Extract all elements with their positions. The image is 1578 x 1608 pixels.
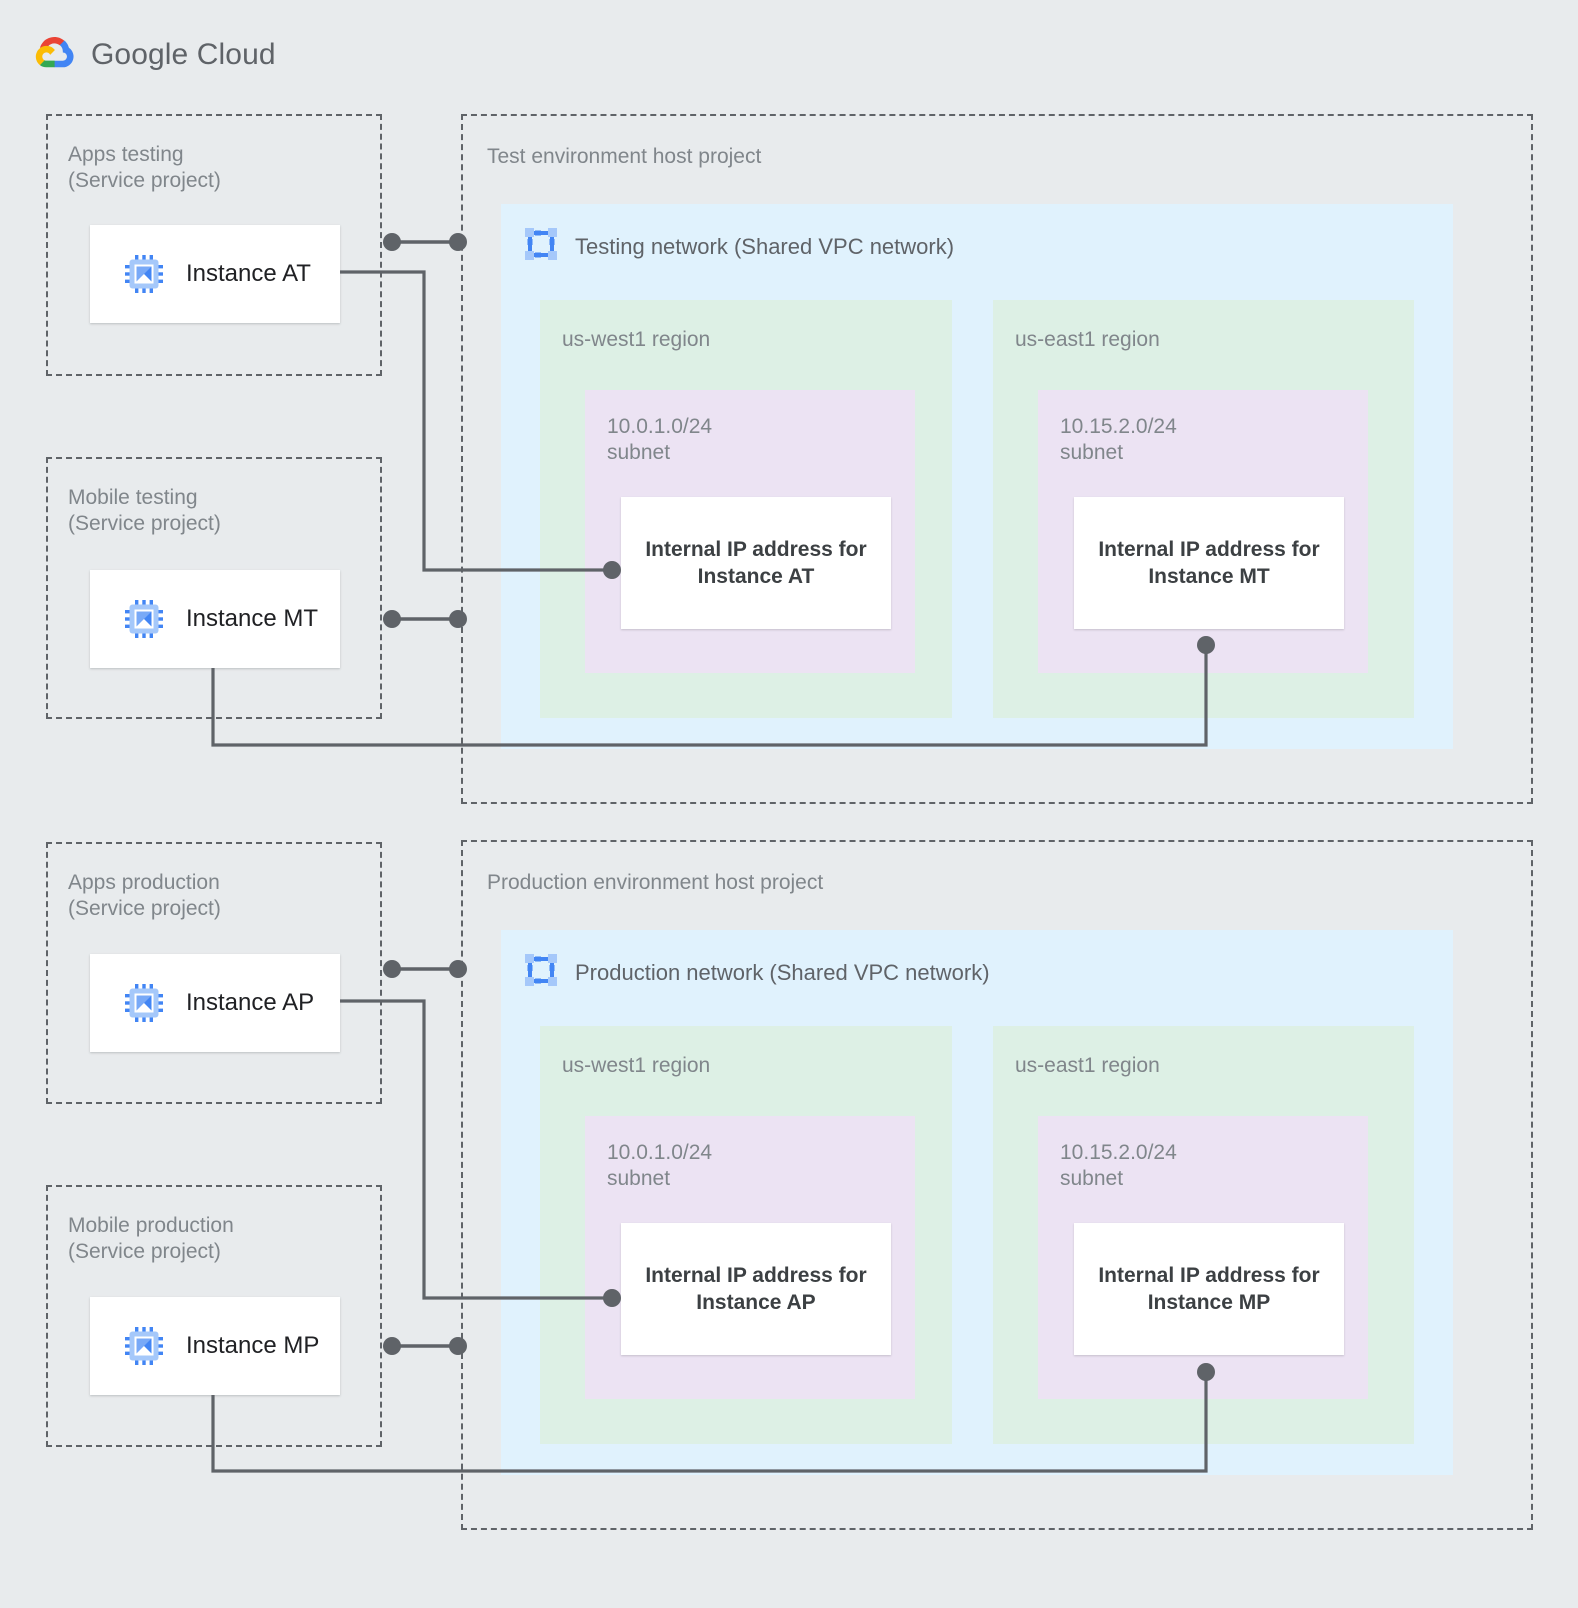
google-cloud-brand: Google Cloud	[33, 33, 276, 77]
vpc-network-icon	[523, 952, 559, 994]
network-title: Production network (Shared VPC network)	[523, 952, 990, 994]
instance-card-mt[interactable]: Instance MT	[90, 570, 340, 668]
peering-dot-left	[383, 233, 401, 251]
internal-ip-card-mp: Internal IP address for Instance MP	[1074, 1223, 1344, 1355]
brand-google: Google	[91, 38, 189, 71]
subnet-10-15-2-0-24-prod: 10.15.2.0/24 subnet Internal IP address …	[1038, 1116, 1368, 1399]
service-project-apps-production: Apps production (Service project)	[46, 842, 382, 1104]
region-label: us-west1 region	[562, 328, 711, 351]
region-us-east1-prod: us-east1 region 10.15.2.0/24 subnet Inte…	[993, 1026, 1414, 1444]
subnet-label: 10.15.2.0/24 subnet	[1060, 1141, 1177, 1190]
service-project-label: Mobile production (Service project)	[68, 1214, 234, 1263]
instance-card-at[interactable]: Instance AT	[90, 225, 340, 323]
subnet-label: 10.0.1.0/24 subnet	[607, 1141, 713, 1190]
internal-ip-card-mt: Internal IP address for Instance MT	[1074, 497, 1344, 629]
subnet-10-0-1-0-24-prod: 10.0.1.0/24 subnet Internal IP address f…	[585, 1116, 915, 1399]
shared-vpc-network-production: Production network (Shared VPC network) …	[501, 930, 1453, 1475]
subnet-10-0-1-0-24-test: 10.0.1.0/24 subnet Internal IP address f…	[585, 390, 915, 673]
region-us-east1-test: us-east1 region 10.15.2.0/24 subnet Inte…	[993, 300, 1414, 718]
internal-ip-label: Internal IP address for Instance AT	[645, 538, 867, 588]
instance-label: Instance AP	[186, 989, 315, 1016]
cpu-chip-icon	[124, 983, 164, 1023]
peering-dot-left	[383, 1337, 401, 1355]
internal-ip-card-at: Internal IP address for Instance AT	[621, 497, 891, 629]
shared-vpc-network-testing: Testing network (Shared VPC network) us-…	[501, 204, 1453, 749]
service-project-label: Apps testing (Service project)	[68, 143, 221, 192]
region-label: us-east1 region	[1015, 328, 1160, 351]
instance-label: Instance AT	[186, 260, 311, 287]
subnet-label: 10.15.2.0/24 subnet	[1060, 415, 1177, 464]
service-project-label: Mobile testing (Service project)	[68, 486, 221, 535]
vpc-network-icon	[523, 226, 559, 268]
region-label: us-west1 region	[562, 1054, 711, 1077]
subnet-10-15-2-0-24-test: 10.15.2.0/24 subnet Internal IP address …	[1038, 390, 1368, 673]
brand-cloud: Cloud	[196, 38, 276, 71]
cpu-chip-icon	[124, 1326, 164, 1366]
google-cloud-logo-icon	[33, 33, 77, 77]
internal-ip-label: Internal IP address for Instance MP	[1098, 1264, 1320, 1314]
service-project-label: Apps production (Service project)	[68, 871, 221, 920]
service-project-apps-testing: Apps testing (Service project)	[46, 114, 382, 376]
peering-dot-left	[383, 610, 401, 628]
internal-ip-label: Internal IP address for Instance MT	[1098, 538, 1320, 588]
network-title-label: Production network (Shared VPC network)	[575, 960, 990, 985]
network-title-label: Testing network (Shared VPC network)	[575, 234, 955, 259]
internal-ip-card-ap: Internal IP address for Instance AP	[621, 1223, 891, 1355]
instance-card-ap[interactable]: Instance AP	[90, 954, 340, 1052]
region-label: us-east1 region	[1015, 1054, 1160, 1077]
service-project-mobile-production: Mobile production (Service project)	[46, 1185, 382, 1447]
brand-wordmark: Google Cloud	[91, 38, 276, 72]
peering-dot-left	[383, 960, 401, 978]
region-us-west1-prod: us-west1 region 10.0.1.0/24 subnet Inter…	[540, 1026, 952, 1444]
host-project-label: Production environment host project	[487, 871, 824, 894]
instance-label: Instance MT	[186, 605, 319, 632]
instance-card-mp[interactable]: Instance MP	[90, 1297, 340, 1395]
instance-label: Instance MP	[186, 1332, 320, 1359]
cpu-chip-icon	[124, 254, 164, 294]
region-us-west1-test: us-west1 region 10.0.1.0/24 subnet Inter…	[540, 300, 952, 718]
cpu-chip-icon	[124, 599, 164, 639]
host-project-label: Test environment host project	[487, 145, 762, 168]
internal-ip-label: Internal IP address for Instance AP	[645, 1264, 867, 1314]
network-title: Testing network (Shared VPC network)	[523, 226, 954, 268]
subnet-label: 10.0.1.0/24 subnet	[607, 415, 713, 464]
